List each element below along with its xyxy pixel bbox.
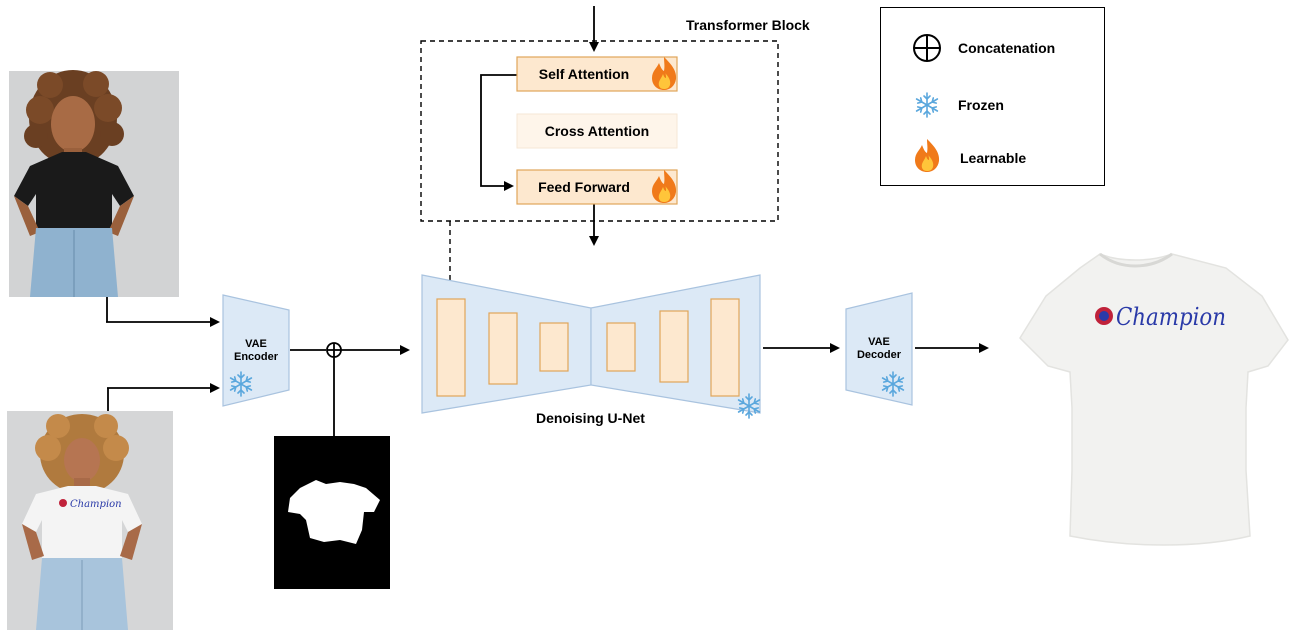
cross-attention-block xyxy=(516,113,678,149)
self-attention-text: Self Attention xyxy=(538,66,630,82)
legend-learnable-label: Learnable xyxy=(960,150,1027,166)
unet-layer xyxy=(606,322,636,372)
legend xyxy=(880,7,1105,186)
vae-decoder-line1: VAE xyxy=(868,336,890,348)
denoising-unet-label: Denoising U-Net xyxy=(536,410,645,426)
transformer-block-frame xyxy=(420,40,779,222)
feed-forward-block xyxy=(516,169,678,205)
self-attention-block xyxy=(516,56,678,92)
feed-forward-text: Feed Forward xyxy=(538,179,630,195)
vae-encoder-line2: Encoder xyxy=(233,351,278,363)
feed-forward-label: Feed Forward xyxy=(517,170,677,204)
vae-decoder-shape xyxy=(845,292,913,406)
vae-encoder-line1: VAE xyxy=(245,338,267,350)
unet-layer xyxy=(488,312,518,385)
circle-plus-icon xyxy=(913,34,941,62)
vae-encoder-label: VAE Encoder xyxy=(223,338,289,364)
self-attention-label: Self Attention xyxy=(517,57,677,91)
legend-frozen-label: Frozen xyxy=(958,97,1004,113)
unet-layer xyxy=(539,322,569,372)
output-logo-text: Champion xyxy=(1116,303,1226,331)
unet-layer xyxy=(659,310,689,383)
white-champion-tshirt-output: Champion xyxy=(1019,252,1289,546)
photo2-logo-text: Champion xyxy=(70,499,122,510)
vae-encoder-shape xyxy=(222,294,290,407)
legend-concatenation-label: Concatenation xyxy=(958,40,1056,56)
unet-layer xyxy=(710,298,740,397)
vae-decoder-line2: Decoder xyxy=(856,349,902,361)
vae-decoder-label: VAE Decoder xyxy=(846,336,912,362)
cross-attention-text: Cross Attention xyxy=(544,123,650,139)
residual-arrow xyxy=(480,74,517,191)
transformer-block-title: Transformer Block xyxy=(686,17,810,33)
person-champion-tshirt-photo: Champion xyxy=(7,411,173,630)
concatenation-icon xyxy=(326,342,342,358)
garment-mask xyxy=(274,436,390,589)
person-black-tshirt-photo xyxy=(9,70,179,297)
unet-layer xyxy=(436,298,466,397)
cross-attention-label: Cross Attention xyxy=(517,114,677,148)
